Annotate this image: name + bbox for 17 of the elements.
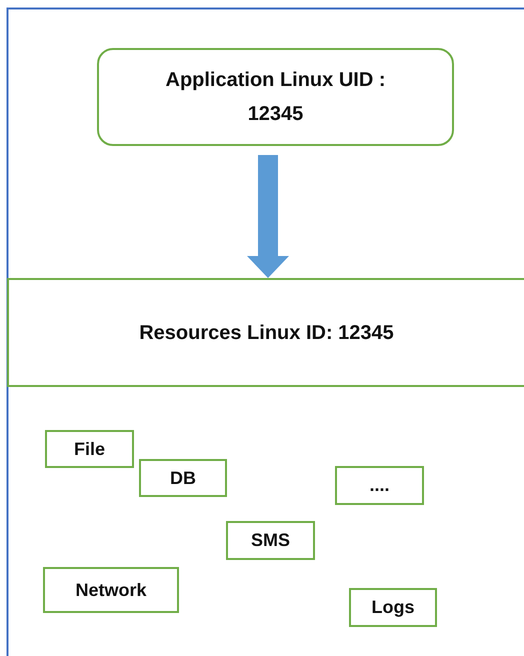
resource-box <box>349 588 437 627</box>
resource-box <box>335 466 424 505</box>
resource-box <box>139 459 227 497</box>
node-label: Resources Linux ID: 12345 <box>139 320 394 346</box>
node-label: Network <box>75 578 146 602</box>
resource-box <box>45 430 134 468</box>
resource-box <box>43 567 179 613</box>
node-label: DB <box>170 466 196 490</box>
resource-box <box>226 521 315 560</box>
node-label: Application Linux UID : 12345 <box>164 68 386 127</box>
node-label: .... <box>369 474 390 497</box>
process-box <box>97 48 454 146</box>
layer-band <box>7 278 524 387</box>
node-label: File <box>74 438 105 460</box>
node-label: Logs <box>372 596 414 619</box>
node-label: SMS <box>250 529 290 552</box>
block-arrow <box>247 155 289 278</box>
